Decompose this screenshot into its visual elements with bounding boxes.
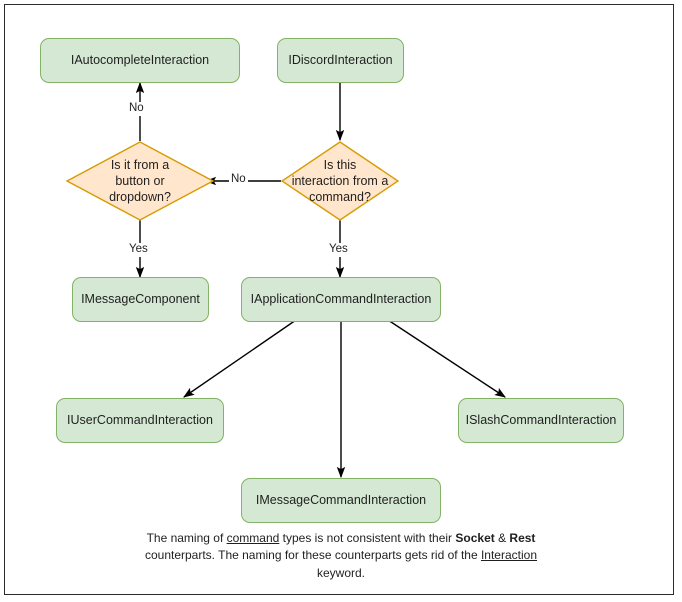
node-discord-interaction[interactable]: IDiscordInteraction [277, 38, 404, 83]
caption-text: keyword. [316, 565, 366, 580]
caption-text: counterparts gets rid of the [334, 548, 481, 563]
caption-line-1: The naming of command types is not consi… [147, 531, 452, 545]
node-label: ISlashCommandInteraction [465, 412, 617, 427]
node-message-component[interactable]: IMessageComponent [72, 277, 209, 322]
diamond-shape [66, 141, 214, 221]
diamond-shape [281, 141, 399, 221]
node-autocomplete-interaction[interactable]: IAutocompleteInteraction [40, 38, 240, 83]
node-label: Is it from a button or dropdown? [109, 157, 171, 205]
node-label: IApplicationCommandInteraction [250, 291, 432, 306]
node-label: IMessageCommandInteraction [255, 492, 427, 507]
node-is-this-interaction-from-command[interactable]: Is this interaction from a command? [281, 141, 399, 221]
node-message-command-interaction[interactable]: IMessageCommandInteraction [241, 478, 441, 523]
caption-underline-interaction: Interaction [480, 548, 538, 563]
node-label: IDiscordInteraction [288, 52, 393, 67]
caption-underline-command: command [226, 531, 280, 545]
caption-text: types is not consistent with their [279, 531, 453, 545]
edge-label-no-autocomplete: No [127, 102, 146, 116]
edge-application-command-to-user-command [183, 319, 297, 398]
edge-application-command-to-slash-command [387, 319, 506, 398]
caption-line-3: counterparts gets rid of the Interaction… [317, 548, 537, 579]
node-label: Is this interaction from a command? [291, 157, 389, 205]
edge-label-no-button-dropdown: No [229, 173, 248, 187]
node-label: IUserCommandInteraction [67, 412, 213, 427]
edge-label-yes-message-component: Yes [127, 243, 150, 257]
caption-bold-socket: Socket [455, 531, 495, 545]
edge-label-yes-application-command: Yes [327, 243, 350, 257]
node-application-command-interaction[interactable]: IApplicationCommandInteraction [241, 277, 441, 322]
caption-line-2: Socket & Rest counterparts. The naming f… [145, 531, 535, 562]
diagram-caption: The naming of command types is not consi… [131, 530, 551, 582]
node-user-command-interaction[interactable]: IUserCommandInteraction [56, 398, 224, 443]
node-slash-command-interaction[interactable]: ISlashCommandInteraction [458, 398, 624, 443]
caption-bold-rest: Rest [509, 531, 536, 545]
node-label: IAutocompleteInteraction [70, 52, 210, 67]
node-label: IMessageComponent [81, 291, 200, 306]
node-is-it-from-button-or-dropdown[interactable]: Is it from a button or dropdown? [66, 141, 214, 221]
caption-text: & [494, 531, 510, 545]
caption-text: counterparts. The naming for these [144, 548, 332, 563]
caption-text: The naming of [146, 531, 227, 545]
